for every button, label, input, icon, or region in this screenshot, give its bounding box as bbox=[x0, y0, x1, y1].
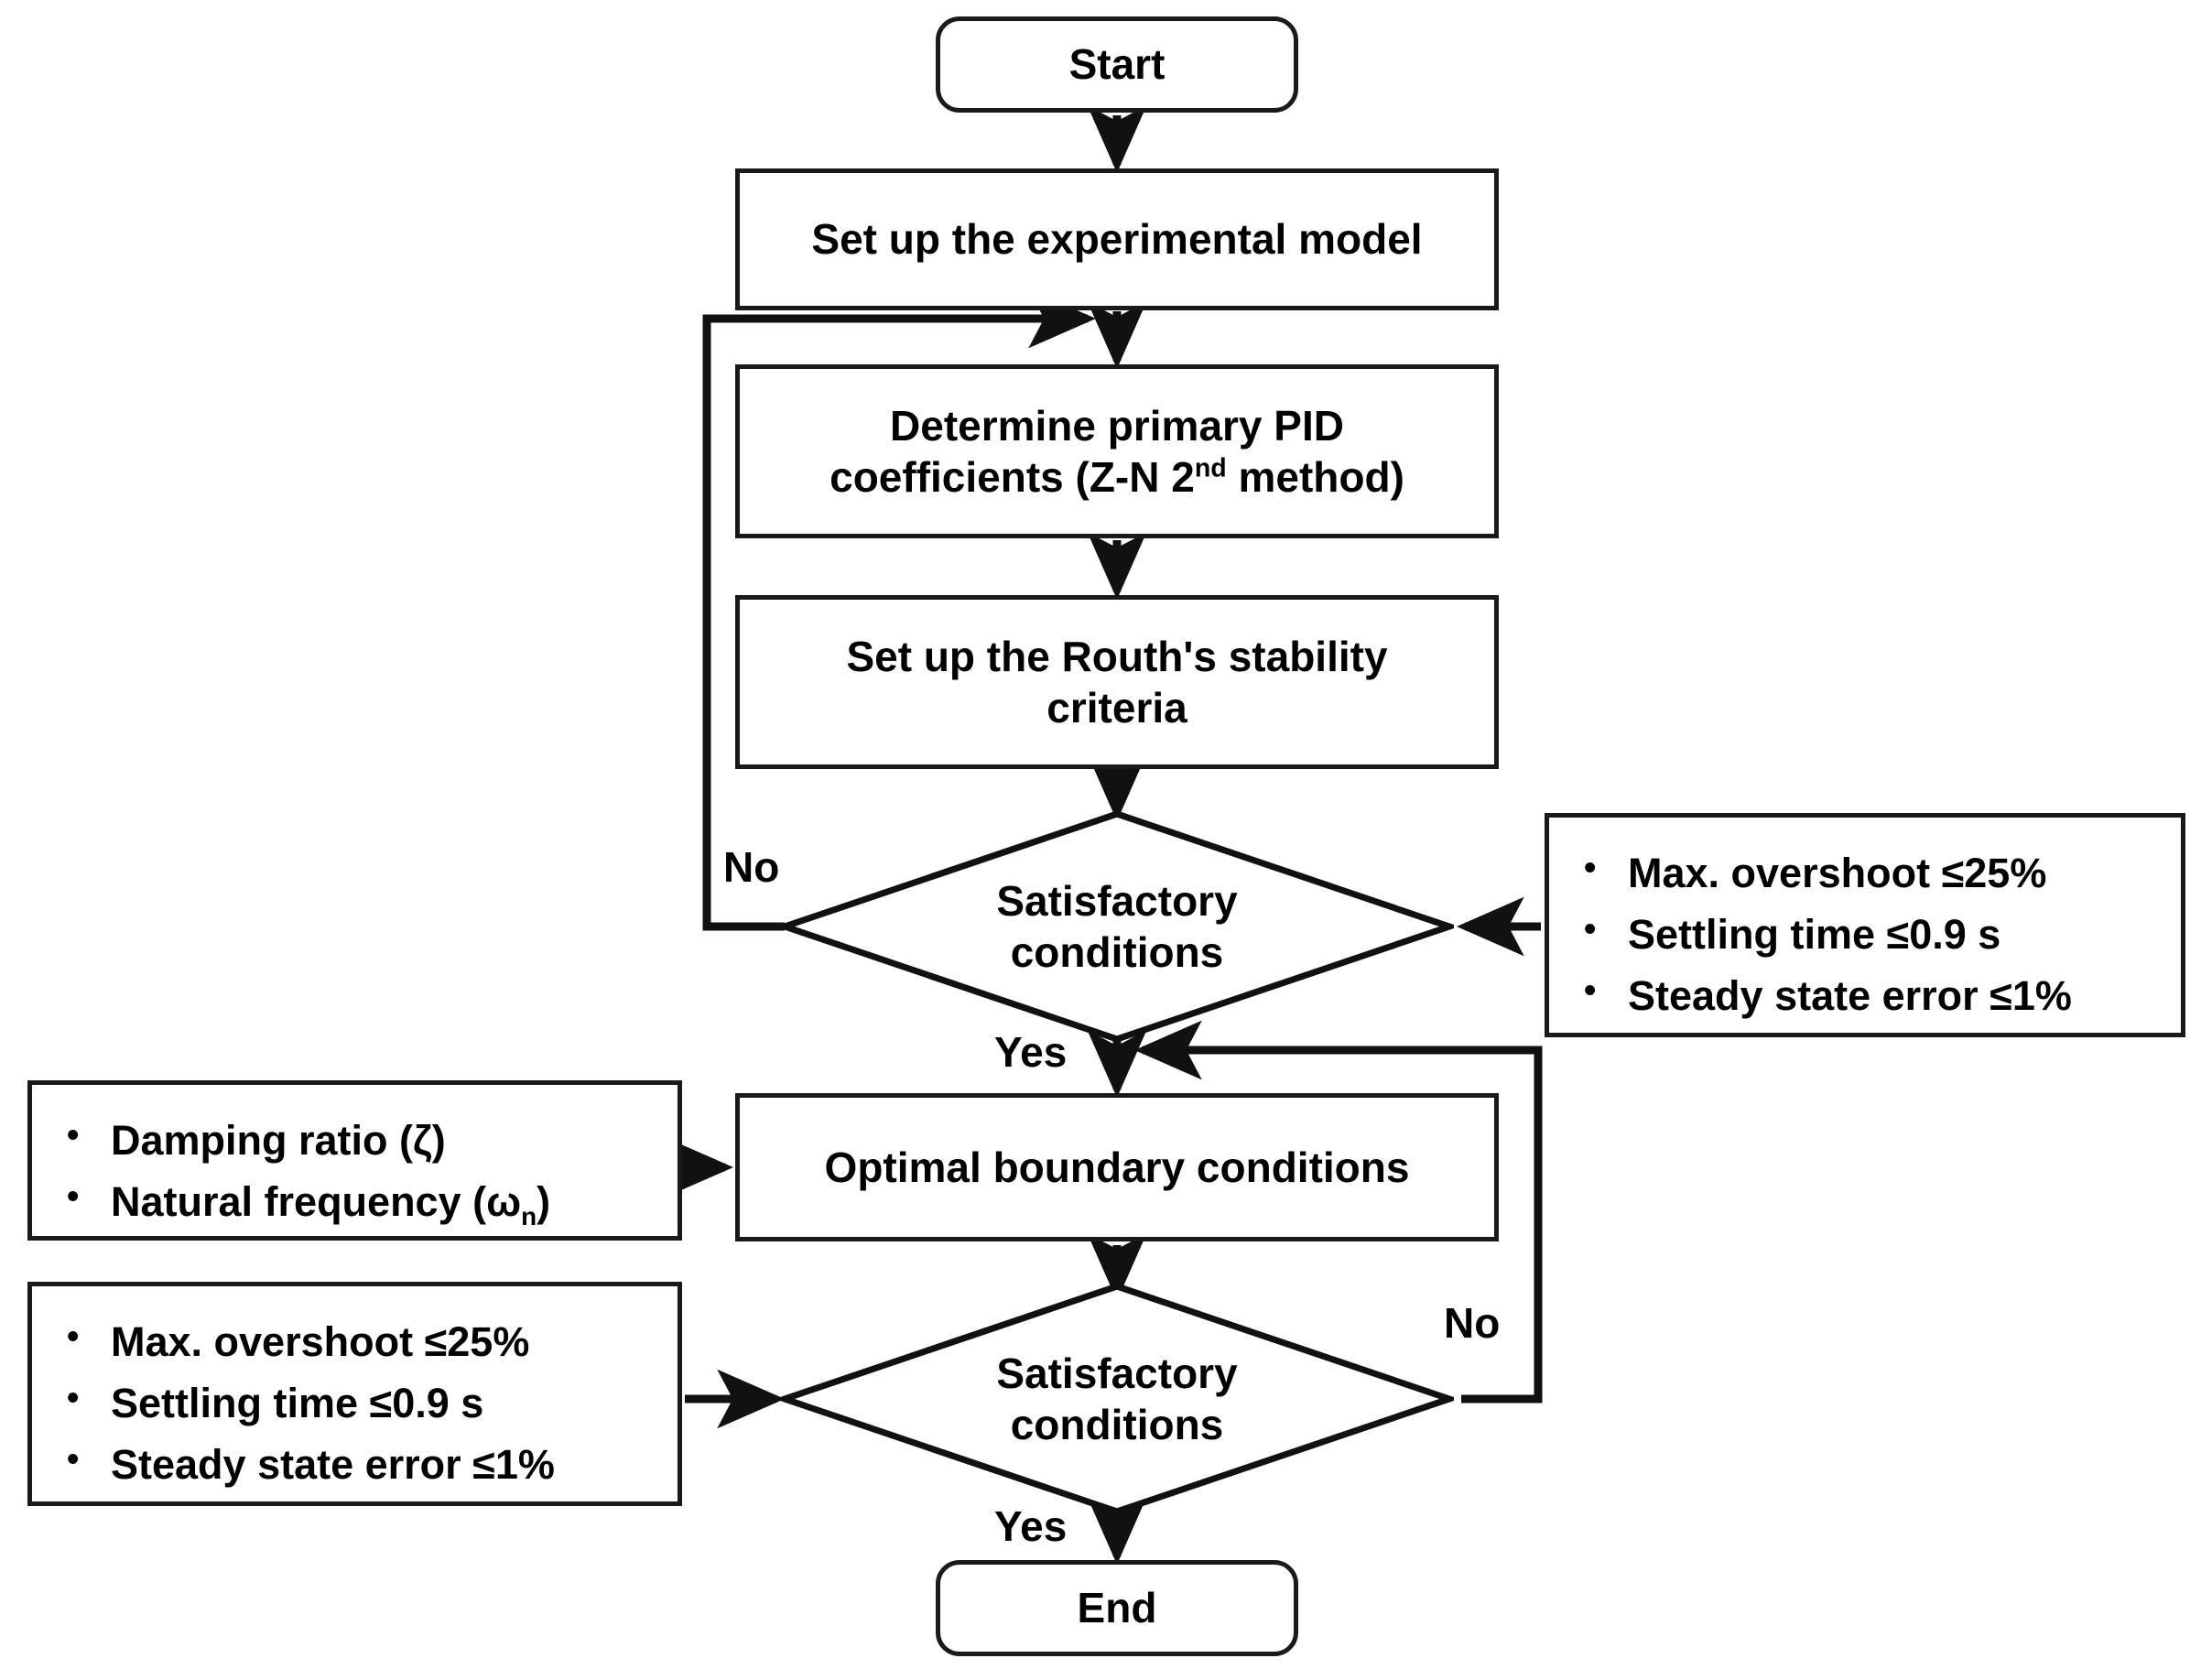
edge-label-yes-top: Yes bbox=[994, 1028, 1068, 1076]
node-setup-model[interactable]: Set up the experimental model bbox=[735, 168, 1499, 310]
node-pid-coefficients-text: Determine primary PID coefficients (Z-N … bbox=[829, 400, 1404, 503]
sidebox-params-left-list: Damping ratio (ζ) Natural frequency (ωn) bbox=[60, 1114, 654, 1232]
node-end-label: End bbox=[1077, 1584, 1157, 1632]
sidebox-params-left-item-frequency: Natural frequency (ωn) bbox=[60, 1176, 654, 1232]
decision-diamond-shape-2 bbox=[780, 1283, 1454, 1515]
node-routh-criteria-line1: Set up the Routh's stability bbox=[846, 632, 1388, 680]
edge-label-no-bottom: No bbox=[1444, 1299, 1501, 1347]
sidebox-criteria-right-item-0: Max. overshoot ≤25% bbox=[1577, 847, 2157, 899]
sidebox-criteria-right: Max. overshoot ≤25% Settling time ≤0.9 s… bbox=[1545, 813, 2185, 1037]
node-pid-coefficients[interactable]: Determine primary PID coefficients (Z-N … bbox=[735, 364, 1499, 538]
sidebox-criteria-left: Max. overshoot ≤25% Settling time ≤0.9 s… bbox=[27, 1282, 682, 1506]
node-end[interactable]: End bbox=[936, 1560, 1298, 1656]
node-routh-criteria[interactable]: Set up the Routh's stability criteria bbox=[735, 595, 1499, 769]
node-optimal-boundary[interactable]: Optimal boundary conditions bbox=[735, 1093, 1499, 1241]
node-pid-coefficients-line2-pre: coefficients (Z-N 2 bbox=[829, 453, 1195, 501]
node-start-label: Start bbox=[1068, 40, 1166, 89]
node-pid-coefficients-line2: coefficients (Z-N 2nd method) bbox=[829, 451, 1404, 503]
node-optimal-boundary-label: Optimal boundary conditions bbox=[824, 1143, 1410, 1191]
node-routh-criteria-line2: criteria bbox=[1046, 684, 1187, 732]
node-pid-coefficients-ordinal-sup: nd bbox=[1194, 453, 1227, 483]
edge-label-yes-bottom: Yes bbox=[994, 1502, 1068, 1550]
node-decision-satisfactory-2[interactable]: Satisfactory conditions bbox=[780, 1282, 1454, 1516]
sidebox-params-left-frequency-post: ) bbox=[537, 1177, 551, 1225]
decision-diamond-shape-1 bbox=[780, 810, 1454, 1043]
node-start[interactable]: Start bbox=[936, 16, 1298, 113]
sidebox-params-left-frequency-sub: n bbox=[521, 1201, 537, 1230]
node-pid-coefficients-line2-post: method) bbox=[1226, 453, 1404, 501]
edge-label-no-top: No bbox=[723, 843, 780, 891]
sidebox-params-left: Damping ratio (ζ) Natural frequency (ωn) bbox=[27, 1080, 682, 1241]
sidebox-criteria-right-list: Max. overshoot ≤25% Settling time ≤0.9 s… bbox=[1577, 847, 2157, 1022]
sidebox-params-left-frequency-pre: Natural frequency (ω bbox=[111, 1177, 522, 1225]
node-decision-satisfactory-1[interactable]: Satisfactory conditions bbox=[780, 809, 1454, 1044]
sidebox-params-left-item-damping: Damping ratio (ζ) bbox=[60, 1114, 654, 1166]
sidebox-criteria-left-item-0: Max. overshoot ≤25% bbox=[60, 1316, 654, 1368]
node-routh-criteria-text: Set up the Routh's stability criteria bbox=[846, 631, 1387, 733]
sidebox-criteria-left-item-2: Steady state error ≤1% bbox=[60, 1438, 654, 1490]
sidebox-criteria-left-item-1: Settling time ≤0.9 s bbox=[60, 1377, 654, 1429]
sidebox-criteria-right-item-1: Settling time ≤0.9 s bbox=[1577, 908, 2157, 960]
sidebox-criteria-right-item-2: Steady state error ≤1% bbox=[1577, 970, 2157, 1022]
node-pid-coefficients-line1: Determine primary PID bbox=[890, 401, 1344, 450]
sidebox-criteria-left-list: Max. overshoot ≤25% Settling time ≤0.9 s… bbox=[60, 1316, 654, 1490]
node-setup-model-label: Set up the experimental model bbox=[811, 215, 1423, 264]
